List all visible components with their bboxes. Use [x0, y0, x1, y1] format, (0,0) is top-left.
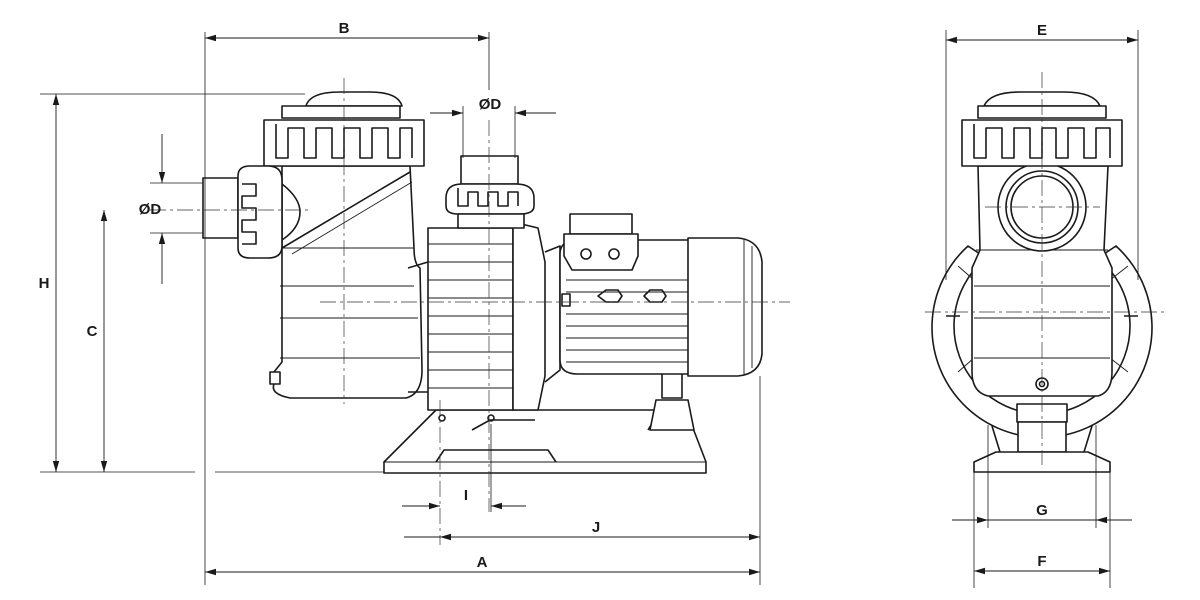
front-view [925, 72, 1165, 473]
extension-lines [40, 32, 761, 585]
label-B: B [339, 20, 350, 37]
dimension-D-side: ØD [139, 134, 166, 284]
label-F: F [1037, 553, 1046, 570]
label-I: I [464, 487, 468, 504]
dimension-B: B [205, 20, 489, 42]
dimension-J: J [404, 519, 760, 541]
label-H: H [39, 275, 50, 292]
dimension-I: I [402, 424, 526, 512]
dimension-G: G [952, 502, 1132, 524]
strainer-housing [269, 165, 429, 399]
discharge-outlet [445, 155, 535, 229]
terminal-box [563, 213, 639, 271]
strainer-lid [263, 91, 425, 167]
suction-inlet [202, 165, 301, 259]
label-D-top: ØD [479, 96, 502, 113]
motor-flange [512, 221, 561, 411]
side-view [150, 78, 790, 545]
label-C: C [87, 323, 98, 340]
dimension-C: C [87, 210, 108, 472]
label-D-side: ØD [139, 201, 162, 218]
dimension-D-top: ØD [430, 96, 556, 117]
motor [559, 237, 763, 377]
label-E: E [1037, 22, 1047, 39]
label-J: J [592, 519, 600, 536]
dimension-F: F [974, 553, 1110, 575]
motor-support [649, 367, 695, 431]
label-A: A [477, 554, 488, 571]
dimension-A: A [205, 554, 760, 576]
dimension-E: E [946, 22, 1138, 44]
dimension-H: H [39, 94, 60, 472]
pump-volute [427, 227, 514, 422]
label-G: G [1036, 502, 1048, 519]
